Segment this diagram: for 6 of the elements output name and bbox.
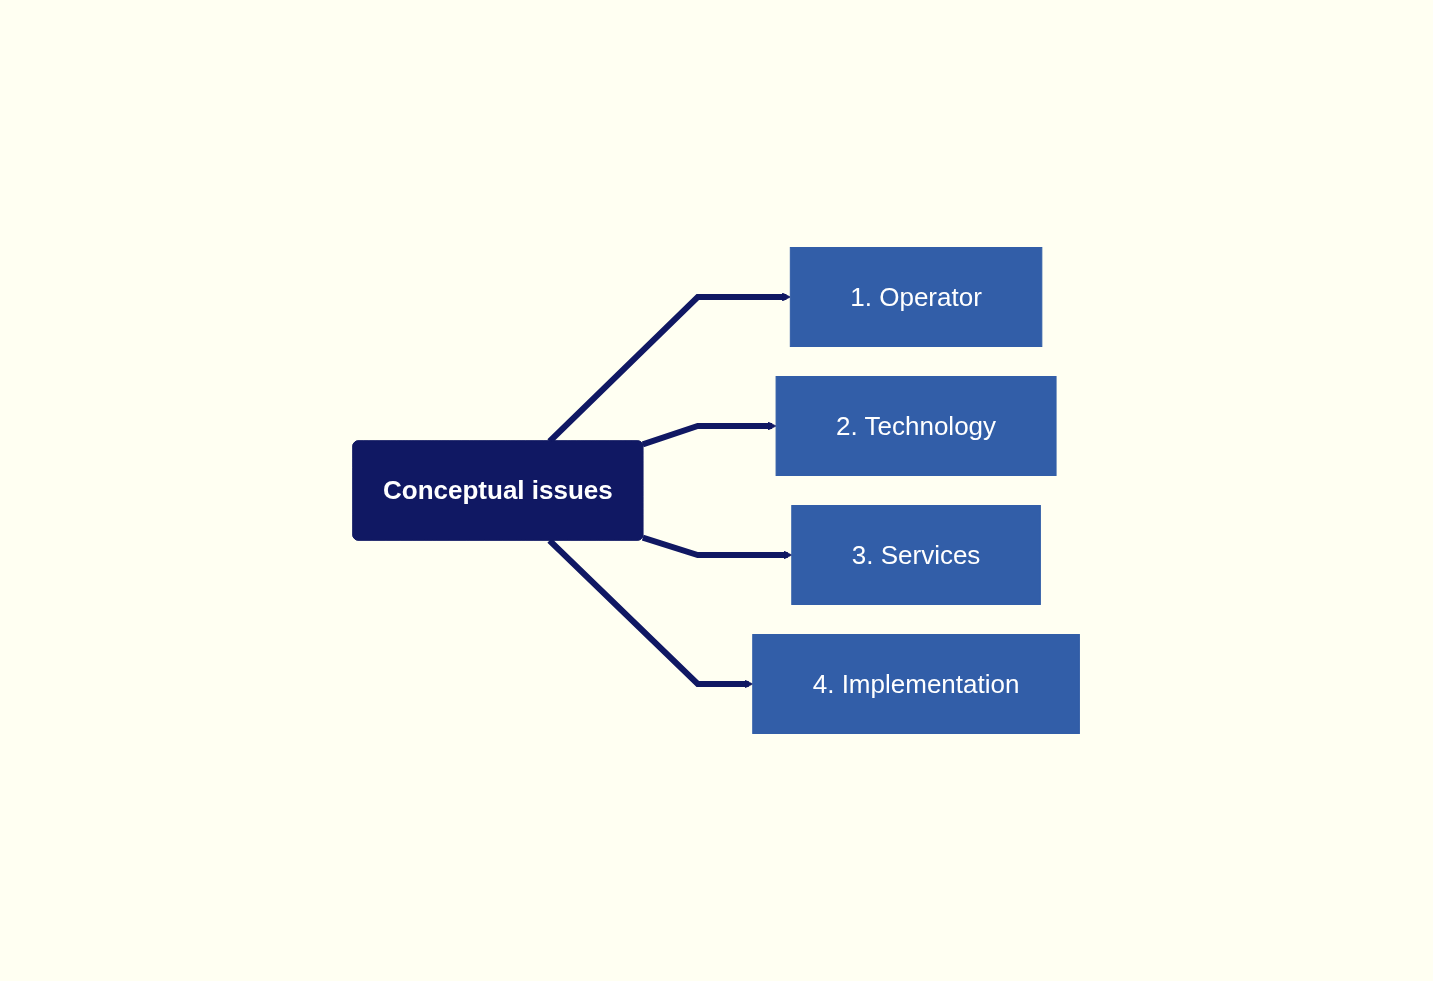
arrow: [642, 421, 777, 448]
node-box: 3. Services: [791, 505, 1042, 605]
arrow: [642, 534, 793, 560]
node-box: 4. Implementation: [752, 634, 1081, 734]
node-box: 2. Technology: [775, 376, 1057, 476]
node-box: 1. Operator: [790, 247, 1043, 347]
